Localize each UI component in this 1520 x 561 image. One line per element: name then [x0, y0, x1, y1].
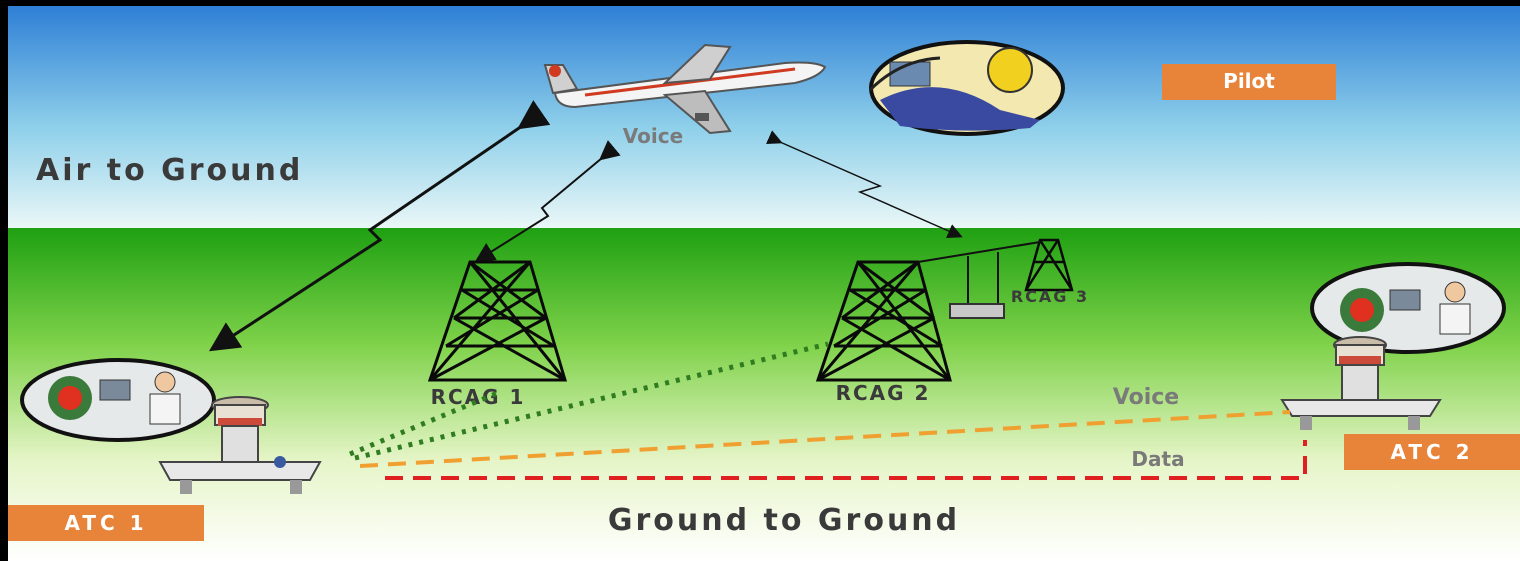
equipment-box: [949, 303, 1005, 319]
voice-mid-label: Voice: [1113, 385, 1179, 410]
atc2-tower-icon: [1280, 336, 1442, 430]
rcag2-tower-icon: [815, 260, 952, 382]
airplane-icon: [543, 43, 827, 135]
rcag3-label: RCAG 3: [1011, 287, 1089, 306]
rcag1-label: RCAG 1: [431, 385, 526, 409]
antenna-cable: [917, 241, 1041, 263]
air-ground-link-rcag3: [765, 130, 963, 239]
equipment-hanger: [967, 252, 999, 306]
rcag3-tower-icon: [1024, 238, 1074, 292]
atc2-label: ATC 2: [1390, 440, 1473, 464]
rcag1-tower-icon: [427, 260, 568, 382]
voice-link-line: [359, 410, 1291, 468]
pilot-portrait-icon: [868, 40, 1065, 136]
rcag2-label: RCAG 2: [836, 381, 931, 405]
air-ground-link-rcag1: [474, 140, 621, 263]
air-to-ground-label: Air to Ground: [36, 153, 303, 188]
atc1-label: ATC 1: [64, 511, 147, 535]
atc1-tower-icon: [158, 396, 322, 494]
pilot-tag: Pilot: [1162, 64, 1336, 100]
sky-background: [8, 6, 1520, 228]
atc2-tag: ATC 2: [1344, 434, 1520, 470]
pilot-label: Pilot: [1223, 69, 1275, 93]
voice-top-label: Voice: [623, 124, 683, 148]
atc1-tag: ATC 1: [8, 505, 204, 541]
atc1-controller-portrait-icon: [20, 358, 216, 442]
dotted-link-rcag1: [349, 389, 501, 457]
atc2-controller-portrait-icon: [1310, 262, 1506, 354]
ground-to-ground-label: Ground to Ground: [608, 503, 960, 538]
data-label: Data: [1131, 447, 1184, 471]
dotted-link-rcag2: [354, 341, 829, 461]
air-ground-link-atc1: [208, 100, 551, 352]
